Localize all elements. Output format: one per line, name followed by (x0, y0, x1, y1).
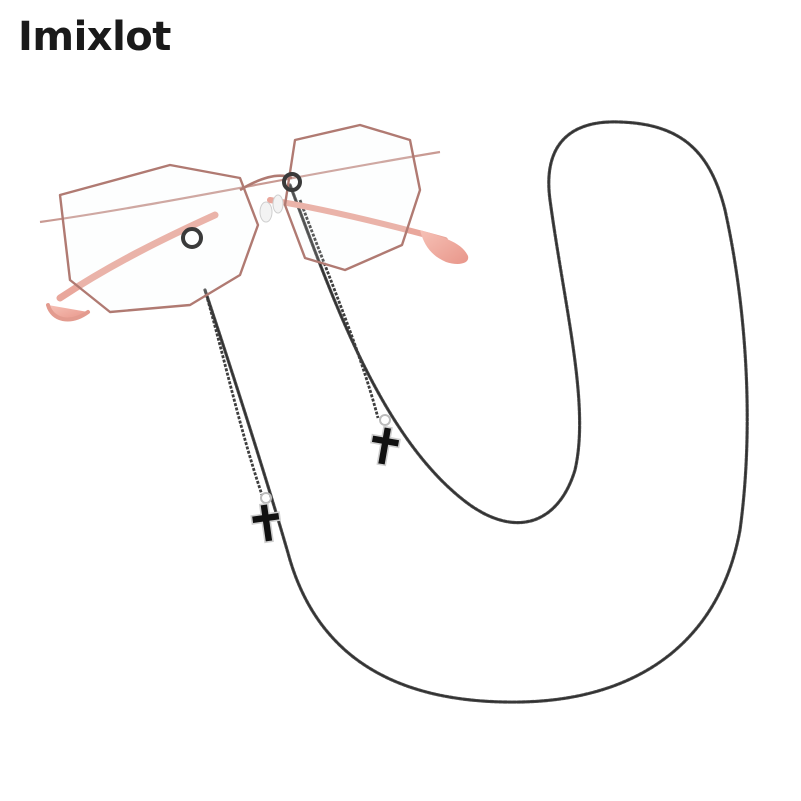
frame-top-bar (39, 150, 441, 224)
chain-right-drop (298, 199, 380, 419)
cross-pendant-right (370, 414, 401, 467)
lens-frame-left (58, 163, 260, 314)
nose-pad-left (259, 201, 273, 223)
chain-loop-right (282, 172, 302, 192)
brand-logo: Imixlot (18, 14, 171, 60)
nose-pad-right (272, 194, 284, 214)
cross-pendant-left (250, 492, 282, 544)
lens-frame-right (283, 123, 422, 272)
chain-loop-left (181, 227, 203, 249)
temple-right (267, 197, 469, 264)
chain-left-drop (203, 289, 264, 496)
